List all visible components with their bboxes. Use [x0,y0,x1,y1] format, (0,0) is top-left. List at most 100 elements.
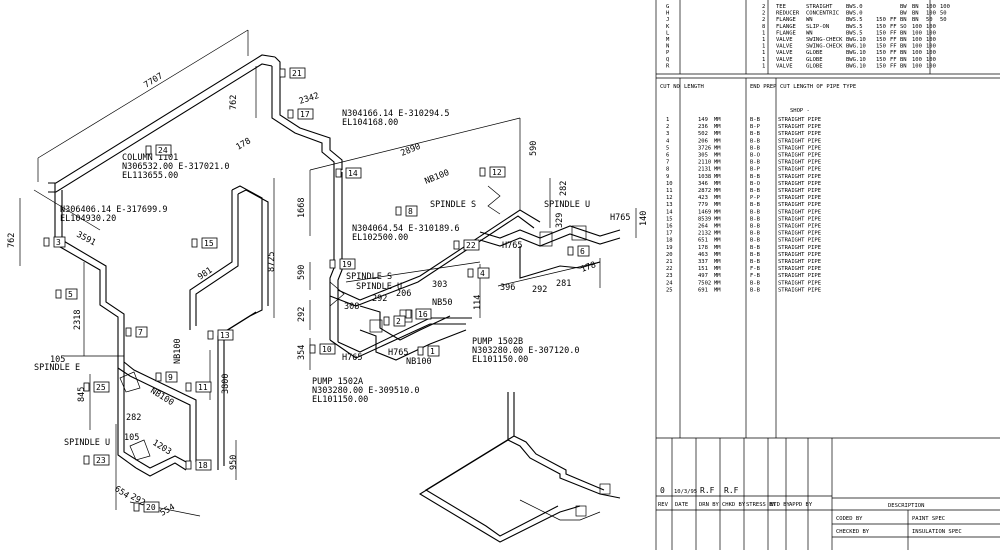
cut-cell: STRAIGHT PIPE [778,224,821,230]
cut-cell: 18 [666,238,673,244]
material-cell: 100 [926,4,936,10]
cut-cell: STRAIGHT PIPE [778,124,821,130]
tag-label: 12 [492,168,502,177]
cut-cell: 2 [666,124,669,130]
cut-cell: B-B [750,252,761,258]
material-cell: FF [890,63,897,69]
material-cell: BWG.10 [846,57,866,63]
tag-label: 6 [580,247,585,256]
tag-box-7: 7 [125,326,148,338]
cut-cell: MM [714,238,721,244]
cut-cell: F-B [750,273,761,279]
material-cell: 100 [926,24,936,30]
cut-cell: 463 [698,252,708,258]
cut-cell: 151 [698,266,708,272]
material-cell: 100 [912,44,922,50]
cut-cell: MM [714,117,721,123]
material-cell: 100 [926,57,936,63]
material-cell: L [666,30,670,36]
dim-105-a: 105 [50,355,65,365]
tag-box-24: 24 [145,144,172,156]
cut-cell: 264 [698,224,709,230]
tag-label: 25 [96,383,106,392]
cut-cell: 19 [666,245,673,251]
cut-cell: STRAIGHT PIPE [778,202,821,208]
dim-308: 308 [344,302,359,312]
material-cell: 150 [876,44,886,50]
material-cell: 100 [926,11,936,17]
material-cell: BW [900,11,907,17]
pump-b-title: PUMP 1502B [472,337,523,347]
material-cell: VALVE [776,44,793,50]
cut-cell: 305 [698,153,708,159]
material-cell: G [666,4,669,10]
cut-cell: 4 [666,138,670,144]
material-cell: BWS.0 [846,11,863,17]
cut-cell: 1 [666,117,669,123]
material-cell: BWG.10 [846,50,866,56]
cut-cell: MM [714,273,721,279]
cut-cell: 502 [698,131,708,137]
cut-cell: 236 [698,124,708,130]
dim-303: 303 [432,280,447,290]
cut-cell: B-B [750,138,761,144]
material-cell: H [666,11,669,17]
c3-elevation: EL102500.00 [352,233,408,243]
cut-cell: 24 [666,280,673,286]
cut-cell: 346 [698,181,708,187]
cut-cell: MM [714,138,721,144]
material-cell: 2 [762,11,765,17]
title-block: 0 10/3/95 R.F R.F REV DATE DRN BY CHKD B… [656,437,1000,550]
material-cell: VALVE [776,63,793,69]
material-cell: 1 [762,57,765,63]
material-cell: TEE [776,4,786,10]
cut-cell: 691 [698,287,708,293]
pump-a-elevation: EL101150.00 [312,395,368,405]
material-cell: 100 [926,44,936,50]
cut-cell: STRAIGHT PIPE [778,167,821,173]
material-cell: P [666,50,670,56]
cut-cell: STRAIGHT PIPE [778,181,821,187]
dim-762-a: 762 [229,95,239,110]
rev-header: REV [658,502,669,508]
cut-cell: 13 [666,202,673,208]
tag-label: 2 [396,317,401,326]
material-cell: BWS.5 [846,17,863,23]
cut-cell: MM [714,195,721,201]
dim-845: 845 [77,387,87,402]
cut-cell: STRAIGHT PIPE [778,287,821,293]
material-cell: J [666,17,669,23]
cut-cell: 25 [666,287,673,293]
material-cell: BN [900,17,907,23]
cut-cell: 6 [666,153,669,159]
tag-box-6: 6 [567,245,590,257]
material-cell: 100 [912,57,922,63]
cut-cell: 1038 [698,174,711,180]
tag-box-17: 17 [287,108,314,120]
paint-spec-label: PAINT SPEC [912,516,945,522]
mini-isometric-view [418,392,621,543]
tag-box-9: 9 [155,371,178,383]
material-cell: BN [912,11,919,17]
material-cell: 50 [940,11,947,17]
cut-cell: 7 [666,160,669,166]
dim-2318: 2318 [73,310,83,330]
material-cell: 150 [876,50,886,56]
material-cell: GLOBE [806,50,823,56]
cut-cell: B-B [750,231,761,237]
dim-2890: 2890 [399,142,422,159]
pump-a-title: PUMP 1502A [312,377,363,387]
cut-cell: 10 [666,181,673,187]
cut-cell: 2110 [698,160,711,166]
material-cell: FLANGE [776,17,796,23]
cut-cell: 9 [666,174,669,180]
cut-cell: B-B [750,117,761,123]
end-prep-header: END PREP [750,84,777,90]
material-cell: FF [890,30,897,36]
cut-cell: 20 [666,252,673,258]
